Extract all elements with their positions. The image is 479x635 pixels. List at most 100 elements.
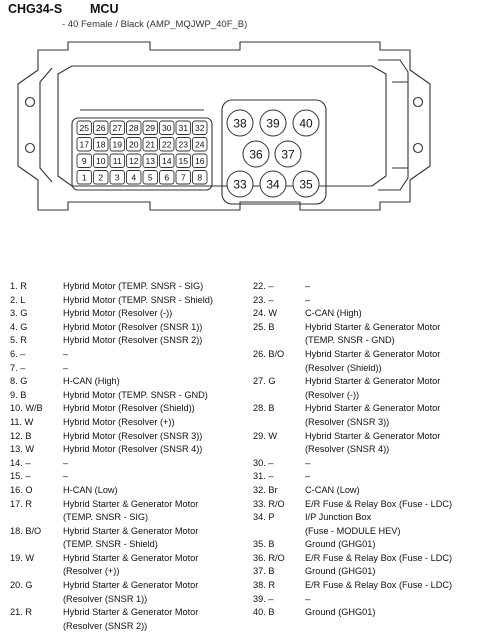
pin-label: 16 [195,156,205,166]
pin-cavity-21: 21 [142,137,158,152]
pin-row: 15. –– [10,470,213,484]
pin-number-color: 7. – [10,362,26,373]
pin-cavity-14: 14 [159,153,175,168]
pin-description: (TEMP. SNSR - GND) [305,335,395,346]
pin-label: 18 [96,140,106,150]
pin-cavity-34: 34 [259,170,287,198]
pin-row: 31. –– [253,470,452,484]
pin-description: Hybrid Motor (Resolver (SNSR 2)) [63,335,203,346]
pin-row: 22. – – [253,280,452,294]
mount-hole-left-bottom [24,142,36,154]
pin-description: Hybrid Starter & Generator Motor [63,552,199,563]
pin-number-color [253,389,305,403]
pin-number-color: 40. B [253,607,275,618]
pin-number-color: 26. B/O [253,348,285,359]
pin-label: 6 [164,173,169,183]
pin-number-color: 20. G [10,580,33,591]
pin-label: 13 [145,156,155,166]
pin-label: 7 [181,173,186,183]
pin-number-color: 1. R [10,281,27,291]
pin-row: (Resolver (SNSR 2)) [10,620,213,634]
pin-description: Hybrid Starter & Generator Motor [305,376,441,387]
pin-number-color: 34. P [253,512,275,523]
pin-number-color: 13. W [10,444,34,455]
pin-cavity-18: 18 [93,137,109,152]
pin-description: – [305,457,311,468]
pin-number-color: 10. W/B [10,403,43,414]
pin-description: – [305,294,311,305]
pin-row: (Resolver (+)) [10,565,213,579]
pin-description: Hybrid Starter & Generator Motor [63,580,199,591]
right-latch [378,59,409,191]
pin-cavity-32: 32 [192,120,208,135]
pin-row: 3. G Hybrid Motor (Resolver (-)) [10,307,213,321]
pin-label: 29 [145,123,155,133]
pin-description: Hybrid Starter & Generator Motor [305,403,441,414]
pin-label: 4 [131,173,136,183]
pin-description: – [63,362,69,373]
housing-outline [17,41,431,211]
pin-number-color: 2. L [10,294,26,305]
pin-cavity-39: 39 [259,109,287,137]
pin-label: 27 [112,123,122,133]
pin-description: (TEMP. SNSR - SIG) [63,512,149,523]
pin-label: 5 [148,173,153,183]
pin-cavity-12: 12 [126,153,142,168]
pin-number-color [10,620,63,634]
pin-row: (TEMP. SNSR - Shield) [10,538,213,552]
pin-number-color: 22. – [253,281,274,291]
pin-number-color [10,593,63,607]
pin-description: Hybrid Motor (Resolver (-)) [63,308,173,319]
pin-number-color: 25. B [253,321,275,332]
pin-description: E/R Fuse & Relay Box (Fuse - LDC) [305,498,453,509]
pin-row: (TEMP. SNSR - SIG) [10,511,213,525]
pin-description: (Fuse - MODULE HEV) [305,525,401,536]
pin-number-color: 9. B [10,389,27,400]
pin-description: I/P Junction Box [305,512,372,523]
pin-number-color: 27. G [253,376,276,387]
pin-cavity-4: 4 [126,170,142,185]
pin-cavity-1: 1 [76,170,92,185]
large-pin-block [221,99,327,205]
pin-cavity-13: 13 [142,153,158,168]
pin-cavity-25: 25 [76,120,92,135]
pin-row: (Resolver (Shield)) [253,362,452,376]
pin-number-color: 17. R [10,498,32,509]
pin-number-color: 3. G [10,308,28,319]
pin-number-color: 8. G [10,376,28,387]
pin-description: (Resolver (SNSR 2)) [63,620,148,631]
pin-number-color: 39. – [253,593,274,604]
pin-description: Hybrid Starter & Generator Motor [63,498,199,509]
pin-row: 39. –– [253,593,452,607]
pin-description: – [305,471,311,482]
pin-row: (Fuse - MODULE HEV) [253,525,452,539]
pin-cavity-36: 36 [242,140,270,168]
pin-cavity-2: 2 [93,170,109,185]
pin-cavity-3: 3 [109,170,125,185]
pin-number-color [10,538,63,552]
pin-description: (TEMP. SNSR - Shield) [63,539,158,550]
pin-description: – [305,281,311,291]
pin-cavity-29: 29 [142,120,158,135]
pin-description: Hybrid Motor (Resolver (Shield)) [63,403,195,414]
pin-label: 25 [79,123,89,133]
pin-label: 12 [129,156,139,166]
pin-label: 20 [129,140,139,150]
pin-cavity-8: 8 [192,170,208,185]
pin-cavity-26: 26 [93,120,109,135]
pin-label: 35 [299,178,313,192]
pin-description: Hybrid Starter & Generator Motor [63,525,199,536]
